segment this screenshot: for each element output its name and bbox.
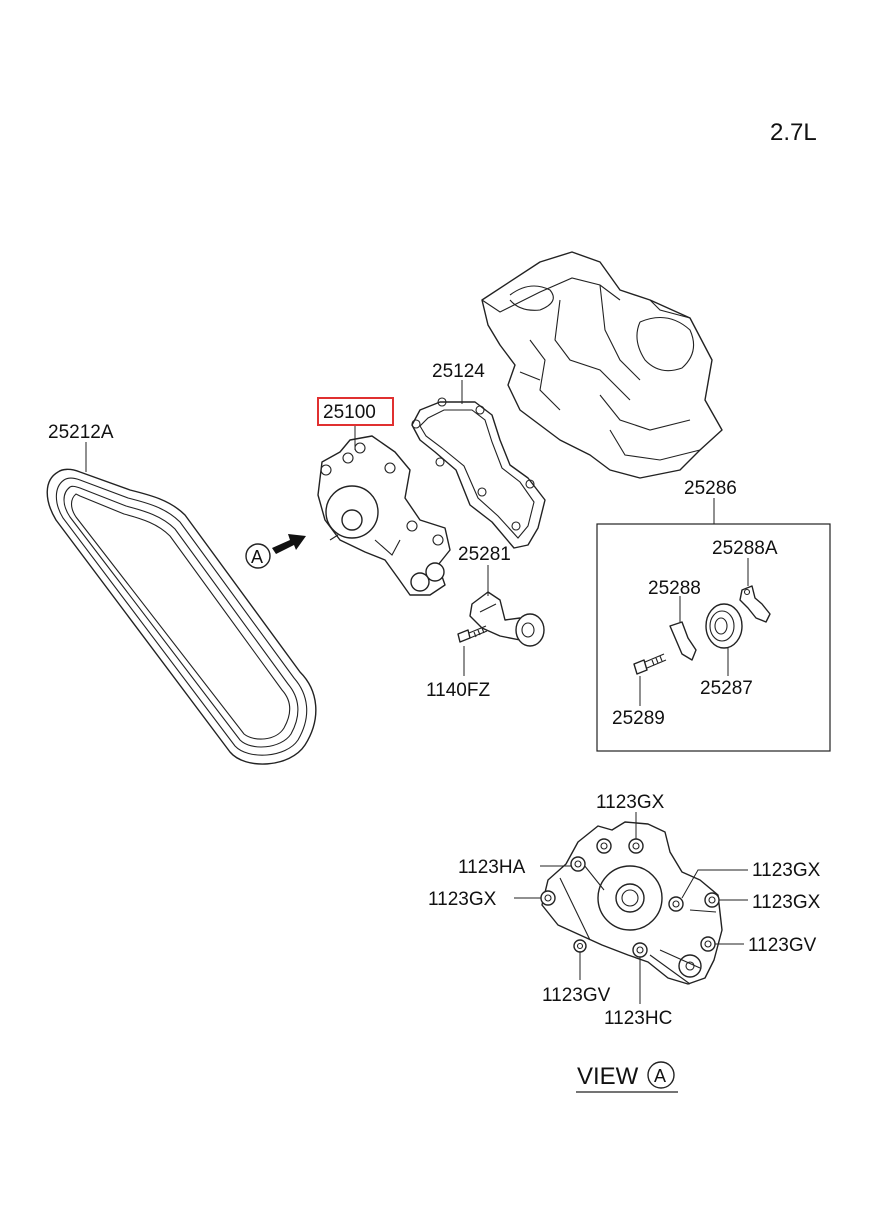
leader-bolt-right-upper	[681, 869, 748, 899]
highlight-box-water-pump	[317, 397, 394, 426]
bolt-right	[704, 892, 720, 908]
label-tensioner-bolt: 25289	[612, 708, 665, 729]
bolt-bottom-left	[573, 939, 587, 953]
label-bolt-top: 1123GX	[596, 792, 665, 813]
bolt-bottom	[632, 942, 648, 958]
bolt-top	[628, 838, 644, 854]
label-tensioner-clip: 25288	[648, 578, 701, 599]
label-tensioner-bracket: 25288A	[712, 538, 778, 559]
view-a-pump-detail	[541, 821, 723, 985]
engine-block-outline	[481, 251, 723, 479]
label-bolt-right: 1123GX	[752, 892, 821, 913]
bolt-right-upper	[668, 896, 684, 912]
label-bolt-left: 1123GX	[428, 889, 497, 910]
tensioner-bracket	[739, 585, 771, 623]
water-pump	[317, 435, 451, 596]
view-marker-letter: A	[251, 547, 263, 567]
idler-bolt	[457, 625, 488, 643]
label-bolt-upper-left: 1123HA	[458, 857, 526, 878]
view-a-title: VIEW	[577, 1063, 639, 1090]
idler-pulley-bracket	[469, 591, 545, 647]
bolt-right-lower	[700, 936, 716, 952]
tensioner-bolt	[633, 653, 667, 675]
water-pump-gasket	[411, 397, 546, 549]
tensioner-assy-box	[596, 523, 831, 752]
tensioner-pulley	[705, 603, 743, 649]
label-tensioner-assy: 25286	[684, 478, 737, 499]
bolt-upper-left	[570, 856, 586, 872]
label-belt: 25212A	[48, 422, 114, 443]
tensioner-clip	[669, 621, 697, 661]
view-marker-circle	[245, 543, 271, 569]
engine-size-label: 2.7L	[770, 119, 817, 146]
view-a-caption-letter: A	[654, 1066, 666, 1086]
label-idler-bolt: 1140FZ	[426, 680, 490, 701]
label-bolt-right-lower: 1123GV	[748, 935, 817, 956]
label-bolt-bottom-left: 1123GV	[542, 985, 611, 1006]
label-pulley: 25287	[700, 678, 753, 699]
label-water-pump: 25100	[323, 402, 376, 423]
drive-belt	[46, 468, 317, 765]
label-gasket: 25124	[432, 361, 485, 382]
arrow-icon	[272, 534, 306, 554]
bolt-left	[540, 890, 556, 906]
label-bolt-right-upper: 1123GX	[752, 860, 821, 881]
view-a-caption-circle	[647, 1061, 675, 1089]
bolt-upper-mid	[596, 838, 612, 854]
view-a-direction-arrow: A	[245, 534, 306, 569]
label-idler-bracket: 25281	[458, 544, 511, 565]
label-bolt-bottom: 1123HC	[604, 1008, 672, 1029]
